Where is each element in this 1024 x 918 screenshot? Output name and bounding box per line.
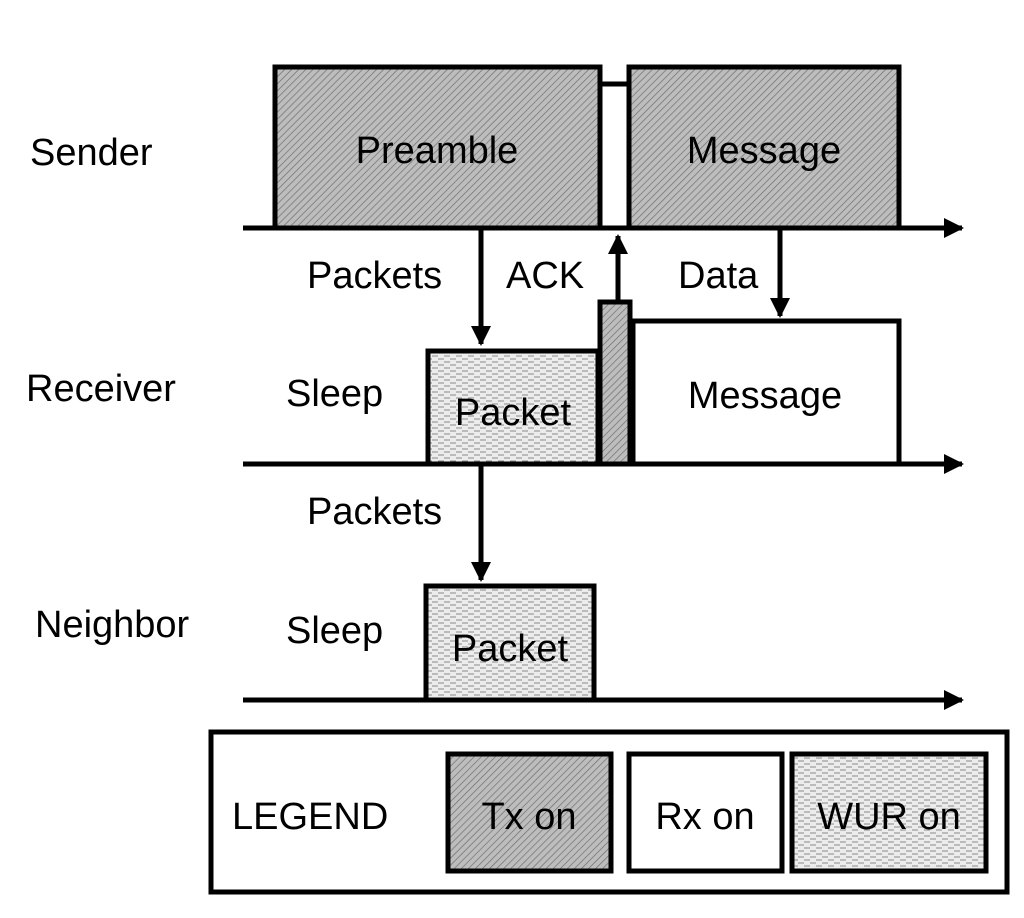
legend-title: LEGEND bbox=[232, 796, 388, 838]
preamble-label: Preamble bbox=[356, 130, 519, 172]
data-label: Data bbox=[678, 255, 759, 297]
receiver-message-box bbox=[630, 318, 902, 467]
ack-label: ACK bbox=[506, 255, 584, 297]
row-label-receiver: Receiver bbox=[26, 368, 176, 410]
receiver-packet-box bbox=[425, 348, 601, 467]
packets-label-2: Packets bbox=[307, 491, 442, 533]
receiver-packet-label: Packet bbox=[455, 392, 572, 434]
sender-message-label: Message bbox=[687, 130, 841, 172]
preamble-box bbox=[272, 64, 603, 231]
row-label-sender: Sender bbox=[30, 132, 153, 174]
neighbor-packet-box bbox=[423, 583, 597, 703]
legend-wur-swatch bbox=[789, 751, 989, 874]
sender-message-box bbox=[626, 64, 902, 231]
row-label-neighbor: Neighbor bbox=[35, 604, 190, 646]
packets-label-1: Packets bbox=[307, 255, 442, 297]
neighbor-sleep-label: Sleep bbox=[286, 610, 383, 652]
neighbor-packet-label: Packet bbox=[452, 628, 569, 670]
legend-rx-label: Rx on bbox=[655, 796, 754, 838]
receiver-message-label: Message bbox=[688, 375, 842, 417]
legend-wur-label: WUR on bbox=[817, 796, 961, 838]
legend-tx-swatch bbox=[445, 751, 614, 874]
ack-tx-box bbox=[597, 299, 633, 467]
legend-rx-swatch bbox=[626, 751, 785, 874]
legend-tx-label: Tx on bbox=[481, 796, 576, 838]
receiver-sleep-label: Sleep bbox=[286, 373, 383, 415]
